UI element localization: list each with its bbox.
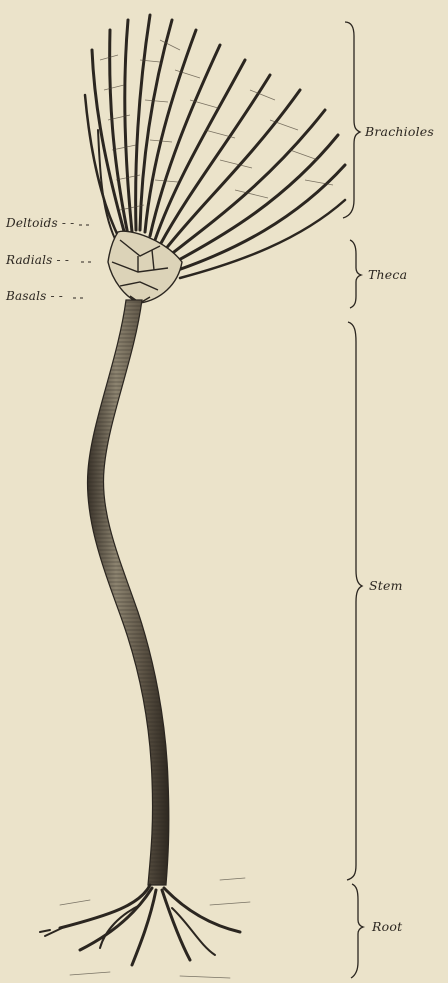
brace-root (351, 884, 363, 978)
label-brachioles: Brachioles (365, 124, 434, 139)
label-basals: Basals - - (6, 289, 63, 303)
label-radials: Radials - - (6, 253, 69, 267)
brace-stem (347, 322, 362, 880)
label-stem: Stem (369, 578, 403, 593)
root-system (40, 878, 250, 978)
stem-column (87, 300, 168, 885)
label-deltoids: Deltoids - - (6, 216, 74, 230)
label-leaders (73, 225, 91, 298)
label-theca: Theca (368, 267, 407, 282)
brace-brachioles (343, 22, 360, 218)
brace-theca (350, 240, 361, 308)
label-root: Root (372, 919, 402, 934)
